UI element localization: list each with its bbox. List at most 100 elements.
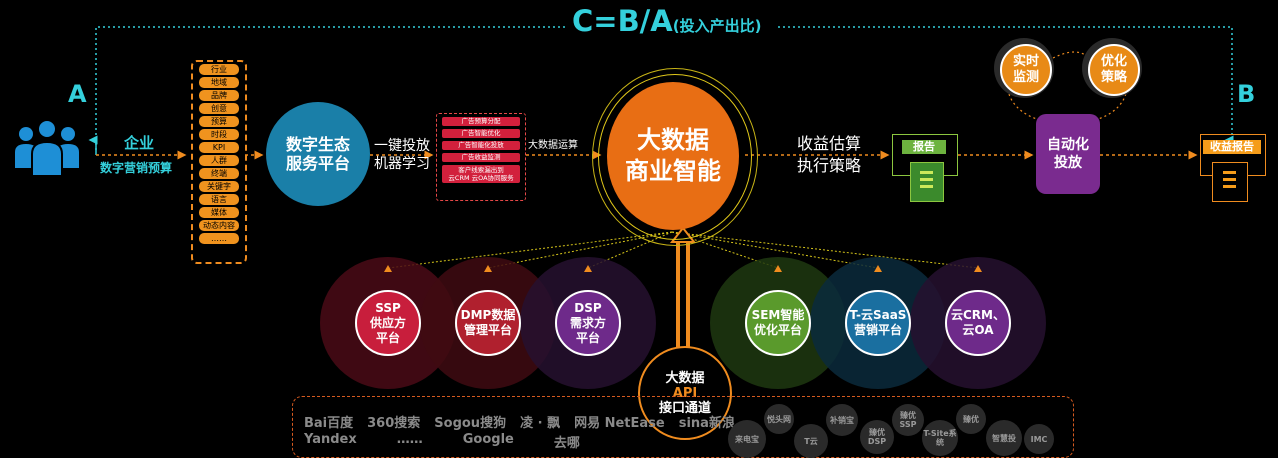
optimize-strategy: 优化策略 — [1088, 44, 1140, 96]
product-bubble: T云 — [794, 424, 828, 458]
media-logo: 360搜索 — [367, 416, 421, 431]
targeting-tag: 创意 — [199, 103, 239, 114]
eco-line1: 数字生态 — [285, 135, 350, 154]
targeting-tag-list: 行业地域品牌创意预算时段 KPI 人群终端关键字语言媒体动态内容 …… — [191, 60, 247, 264]
ad-function-tag: 广告智能化投放 — [442, 141, 520, 150]
realtime-monitor: 实时监测 — [1000, 44, 1052, 96]
revenue-line2: 执行策略 — [797, 156, 862, 175]
platform-label-line1: T-云SaaS — [849, 308, 907, 322]
platform-label-line1: 云CRM、 — [951, 308, 1005, 322]
targeting-tag: 地域 — [199, 77, 239, 88]
product-bubble: 臻优DSP — [860, 420, 894, 454]
auto-line1: 自动化 — [1047, 137, 1089, 153]
platform-label-line2: 优化平台 — [753, 323, 802, 337]
targeting-tag: 人群 — [199, 155, 239, 166]
platform-up-arrow-icon — [874, 265, 882, 272]
targeting-tag: …… — [199, 233, 239, 244]
bigdata-line2: 商业智能 — [625, 157, 721, 185]
auto-line2: 投放 — [1054, 155, 1082, 171]
targeting-tag: 媒体 — [199, 207, 239, 218]
media-logo: Sogou搜狗 — [434, 416, 507, 431]
targeting-tag: 预算 — [199, 116, 239, 127]
targeting-tag: 语言 — [199, 194, 239, 205]
ad-function-tag: 广告预算分配 — [442, 117, 520, 126]
product-bubble: 补销宝 — [826, 404, 858, 436]
api-line3: 接口通道 — [658, 400, 711, 416]
platform-label-line1: SEM智能 — [751, 308, 805, 322]
bigdata-calc-label: 大数据运算 — [528, 140, 578, 151]
platform-label-line1: DMP数据 — [460, 308, 516, 322]
media-logo: 网易 NetEase — [574, 416, 665, 431]
media-logo: sina新浪 — [678, 416, 735, 431]
ad-function-tag: 广告收益监测 — [442, 153, 520, 162]
bigdata-line1: 大数据 — [637, 126, 709, 154]
bigdata-ring-outer — [592, 68, 758, 246]
targeting-tag: KPI — [199, 142, 239, 153]
targeting-tag: 关键字 — [199, 181, 239, 192]
platform-circle: 云CRM、云OA — [945, 290, 1011, 356]
formula-main: C=B/A — [572, 4, 673, 38]
one-click-text: 一键投放 机器学习 — [374, 137, 430, 173]
product-bubble: 智慧投 — [986, 420, 1022, 456]
label-a: A — [68, 80, 87, 108]
people-group-icon — [15, 119, 79, 177]
api-line1: 大数据 — [665, 370, 705, 386]
targeting-tag: 行业 — [199, 64, 239, 75]
ad-function-tag: 客户线索漏出到 云CRM 云OA协同服务 — [442, 165, 520, 183]
platform-label-line3: 平台 — [575, 330, 600, 345]
auto-invest-box: 自动化投放 — [1036, 114, 1100, 194]
ad-function-list: 广告预算分配广告智能优化广告智能化投放广告收益监测客户线索漏出到 云CRM 云O… — [436, 113, 526, 201]
report-document-icon — [910, 162, 944, 202]
bigdata-ring-inner — [598, 74, 752, 240]
ad-function-tag: 广告智能优化 — [442, 129, 520, 138]
platform-label-line2: 需求方 — [569, 315, 606, 330]
product-bubble: T-Site系统 — [922, 420, 958, 456]
platform-up-arrow-icon — [584, 265, 592, 272]
revenue-line1: 收益估算 — [797, 134, 862, 153]
eco-line2: 服务平台 — [285, 154, 350, 173]
platform-label-line1: SSP — [375, 300, 401, 315]
optimize-line1: 优化 — [1100, 54, 1127, 69]
product-bubble: 臻优 — [956, 404, 986, 434]
realtime-line1: 实时 — [1012, 54, 1039, 69]
media-logo: 凌 · 飘 — [520, 416, 561, 431]
label-b: B — [1237, 80, 1256, 108]
one-click-line1: 一键投放 — [374, 138, 430, 154]
product-bubble: 臻优SSP — [892, 404, 924, 436]
report-label: 报告 — [902, 140, 946, 154]
income-report-label: 收益报告 — [1203, 140, 1261, 154]
platform-label-line2: 供应方 — [369, 315, 406, 330]
formula-sub: (投入产出比) — [672, 17, 762, 35]
realtime-line2: 监测 — [1012, 70, 1039, 85]
platform-up-arrow-icon — [484, 265, 492, 272]
platform-label-line1: DSP — [574, 300, 602, 315]
platform-label-line2: 管理平台 — [463, 323, 512, 337]
platform-up-arrow-icon — [384, 265, 392, 272]
optimize-line2: 策略 — [1100, 70, 1127, 85]
platform-label-line3: 平台 — [375, 330, 400, 345]
bigdata-business-intelligence: 大数据商业智能 — [607, 82, 739, 230]
platform-circle: SEM智能优化平台 — [745, 290, 811, 356]
targeting-tag: 时段 — [199, 129, 239, 140]
eco-service-platform: 数字生态服务平台 — [266, 102, 370, 206]
platform-label-line2: 云OA — [962, 323, 994, 337]
product-bubble: 悦头网 — [764, 404, 794, 434]
enterprise-subtitle: 数字营销预算 — [100, 161, 173, 175]
one-click-line2: 机器学习 — [374, 156, 430, 172]
targeting-tag: 终端 — [199, 168, 239, 179]
product-bubble: IMC — [1024, 424, 1054, 454]
targeting-tag: 动态内容 — [199, 220, 239, 231]
product-bubble: 来电宝 — [728, 420, 766, 458]
platform-up-arrow-icon — [774, 265, 782, 272]
platform-circle: DMP数据管理平台 — [455, 290, 521, 356]
revenue-text: 收益估算 执行策略 — [797, 133, 861, 177]
enterprise-title: 企业 — [124, 134, 155, 152]
targeting-tag: 品牌 — [199, 90, 239, 101]
roi-formula: C=B/A(投入产出比) — [572, 4, 761, 38]
platform-up-arrow-icon — [974, 265, 982, 272]
